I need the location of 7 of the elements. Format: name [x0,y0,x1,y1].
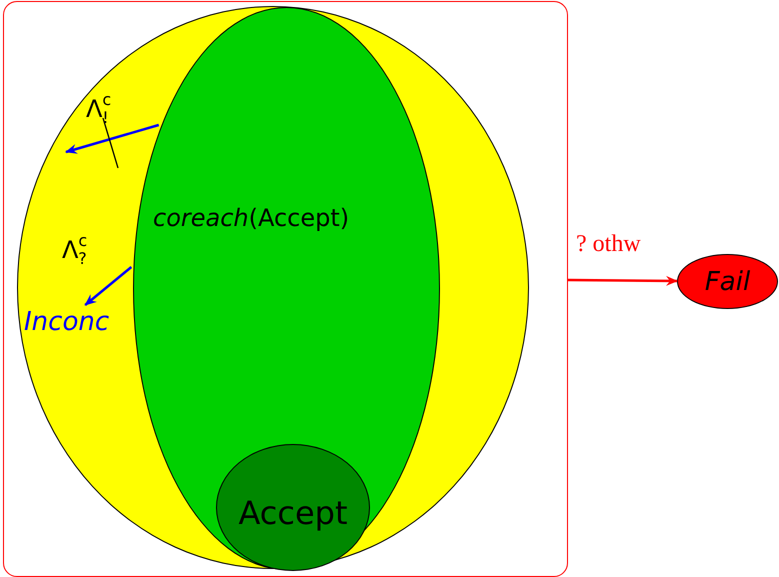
node-label: coreach(Accept) [153,206,350,230]
node-label: Accept [237,497,349,529]
region-label: Inconc [24,309,110,335]
arrow [568,276,678,286]
arrow [84,266,132,306]
arrow [65,124,160,154]
node-label: Fail [704,269,752,295]
